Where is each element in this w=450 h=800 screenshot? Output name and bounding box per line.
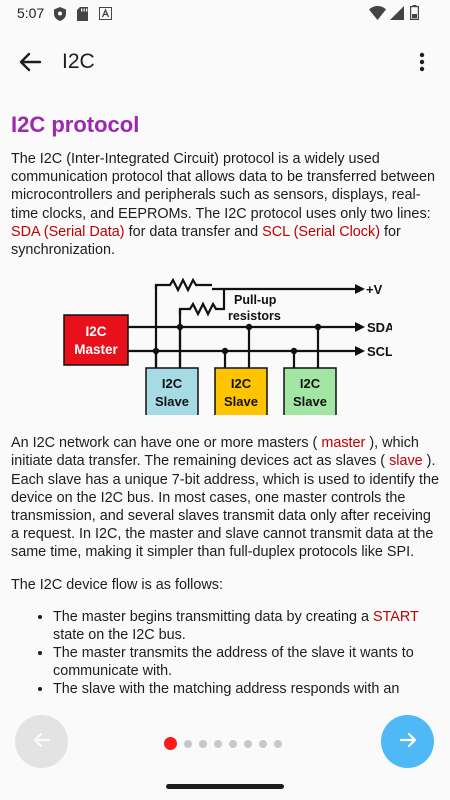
- intro-text: for synchronization.: [11, 223, 401, 259]
- page-dot[interactable]: [274, 739, 282, 748]
- slave3-label-2: Slave: [293, 394, 327, 409]
- slave-term: slave: [389, 453, 423, 470]
- intro-text: for data transfer and: [124, 223, 263, 240]
- arrow-left-icon: [33, 732, 50, 748]
- slave-box-2: [214, 367, 268, 417]
- battery-icon: [410, 5, 419, 20]
- back-arrow-icon[interactable]: [14, 46, 46, 78]
- start-term: START: [372, 608, 419, 625]
- article-content: I2C protocol The I2C (Inter-Integrated C…: [11, 94, 439, 708]
- wifi-icon: [369, 6, 386, 20]
- master-term: master: [321, 435, 366, 452]
- master-label-2: Master: [74, 342, 118, 357]
- page-dot[interactable]: [229, 739, 237, 748]
- flow-list: The master begins transmitting data by c…: [11, 608, 439, 698]
- flow-intro: The I2C device flow is as follows:: [11, 576, 223, 593]
- scl-term: SCL (Serial Clock): [262, 223, 380, 240]
- network-text: An I2C network can have one or more mast…: [11, 435, 322, 452]
- scl-label: SCL: [367, 344, 392, 359]
- sda-term: SDA (Serial Data): [11, 223, 125, 240]
- slave1-label-1: I2C: [162, 376, 183, 391]
- intro-text: The I2C (Inter-Integrated Circuit) proto…: [11, 151, 435, 222]
- master-box: [63, 314, 129, 366]
- article-heading: I2C protocol: [11, 112, 140, 137]
- page-dot[interactable]: [259, 739, 267, 748]
- status-time: 5:07: [17, 5, 45, 21]
- network-paragraph: An I2C network can have one or more mast…: [11, 434, 439, 561]
- intro-paragraph: The I2C (Inter-Integrated Circuit) proto…: [11, 150, 439, 259]
- page-dot[interactable]: [244, 739, 252, 748]
- pager-bar: [0, 708, 450, 778]
- shield-icon: [54, 7, 66, 21]
- gesture-handle: [166, 784, 284, 789]
- pullup-label-2: resistors: [228, 309, 281, 323]
- vplus-label: +V: [366, 282, 383, 297]
- app-bar: I2C: [0, 28, 450, 94]
- slave1-label-2: Slave: [155, 394, 189, 409]
- page-dot[interactable]: [184, 739, 192, 748]
- next-button[interactable]: [381, 715, 434, 768]
- i2c-bus-diagram: I2C Master I2C Slave I2C Slave I2C Slave…: [63, 277, 395, 417]
- previous-button[interactable]: [15, 715, 68, 768]
- more-vert-icon[interactable]: [408, 48, 436, 76]
- signal-icon: [390, 6, 404, 20]
- network-text: ). Each slave has a unique 7-bit address…: [11, 453, 439, 561]
- list-text: The master begins transmitting data by c…: [53, 608, 373, 625]
- arrow-right-icon: [399, 732, 416, 748]
- slave2-label-1: I2C: [231, 376, 252, 391]
- master-label-1: I2C: [85, 324, 106, 339]
- page-dot[interactable]: [214, 739, 222, 748]
- slave3-label-1: I2C: [300, 376, 321, 391]
- list-item: The slave with the matching address resp…: [53, 680, 439, 698]
- page-dot[interactable]: [164, 737, 177, 751]
- list-item: The master begins transmitting data by c…: [53, 608, 439, 644]
- page-dot[interactable]: [199, 739, 207, 748]
- list-item: The master transmits the address of the …: [53, 644, 439, 680]
- font-icon: [99, 7, 112, 20]
- pullup-label-1: Pull-up: [234, 293, 277, 307]
- page-title: I2C: [62, 50, 95, 73]
- slave2-label-2: Slave: [224, 394, 258, 409]
- sda-label: SDA: [367, 320, 392, 335]
- status-bar: 5:07: [0, 0, 450, 28]
- network-text: ), which initiate data transfer. The rem…: [11, 435, 419, 470]
- sd-card-icon: [77, 7, 88, 21]
- page-indicator: [164, 735, 289, 751]
- list-text: state on the I2C bus.: [53, 626, 186, 643]
